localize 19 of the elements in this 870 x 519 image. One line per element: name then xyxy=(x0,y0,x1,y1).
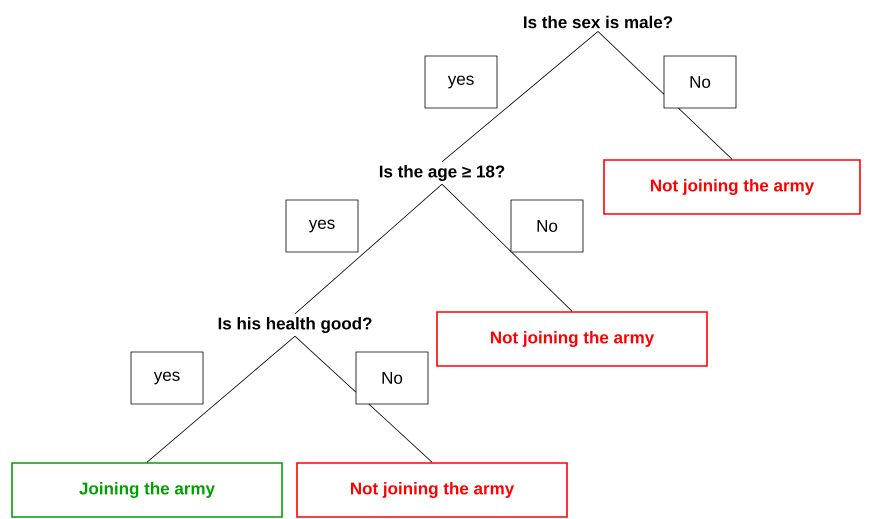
question-text: Is the age ≥ 18? xyxy=(380,165,504,181)
edge-label: yes xyxy=(130,352,204,404)
branch-line xyxy=(294,336,432,463)
branch-line xyxy=(598,31,732,160)
result-box: Not joining the army xyxy=(296,462,568,518)
question-text: Is his health good? xyxy=(218,317,372,333)
branch-line xyxy=(442,31,598,162)
branch-line xyxy=(146,336,296,463)
branch-line xyxy=(294,184,442,314)
edge-label: yes xyxy=(424,56,498,108)
result-box: Joining the army xyxy=(11,462,283,518)
edge-label: No xyxy=(510,200,584,252)
result-box: Not joining the army xyxy=(603,159,861,215)
question-text: Is the sex is male? xyxy=(524,16,672,28)
edge-label: No xyxy=(664,56,736,108)
result-box: Not joining the army xyxy=(436,311,708,367)
edge-label: yes xyxy=(286,200,358,252)
branch-line xyxy=(442,184,572,312)
edge-label: No xyxy=(356,352,428,404)
